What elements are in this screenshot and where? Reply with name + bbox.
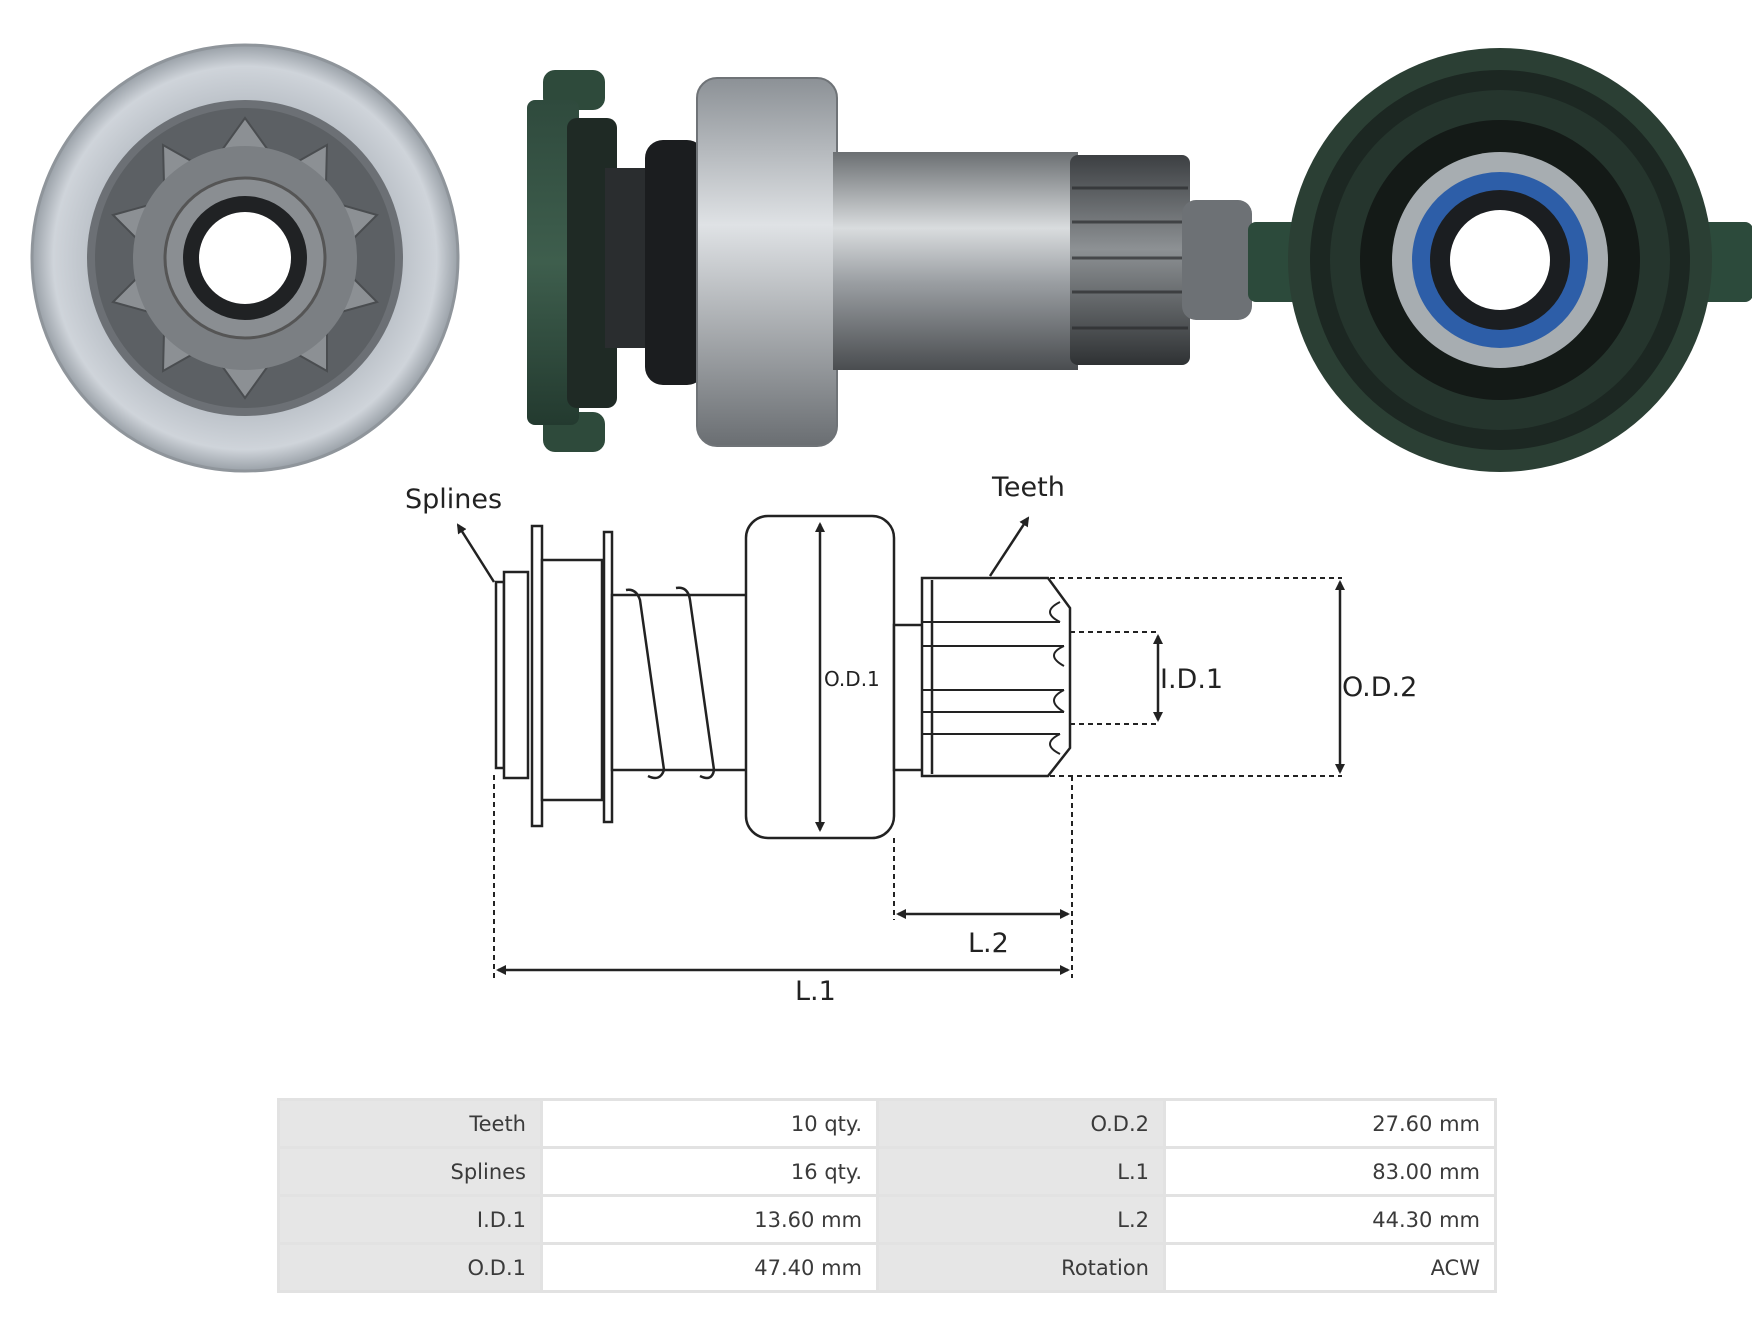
spec-label: O.D.2 [879,1101,1163,1146]
spec-label: L.2 [879,1197,1163,1242]
technical-drawing: Splines Teeth O.D.1 I.D.1 O.D.2 L.2 L.1 [405,472,1417,1007]
spec-label: Teeth [280,1101,540,1146]
od1-dimension-label: O.D.1 [824,667,880,691]
table-row: Splines 16 qty. L.1 83.00 mm [280,1149,1494,1194]
id1-dimension-label: I.D.1 [1160,664,1223,695]
od2-dimension-label: O.D.2 [1342,672,1417,703]
spec-label: I.D.1 [280,1197,540,1242]
spec-label: Splines [280,1149,540,1194]
splines-callout: Splines [405,484,502,515]
table-row: O.D.1 47.40 mm Rotation ACW [280,1245,1494,1290]
spec-value: 10 qty. [543,1101,876,1146]
spec-label: L.1 [879,1149,1163,1194]
teeth-callout: Teeth [991,472,1065,503]
spec-label: O.D.1 [280,1245,540,1290]
spec-value: 13.60 mm [543,1197,876,1242]
product-photos [30,43,1752,473]
spec-value: ACW [1166,1245,1494,1290]
l2-dimension-label: L.2 [968,928,1009,959]
table-row: Teeth 10 qty. O.D.2 27.60 mm [280,1101,1494,1146]
specifications-table: Teeth 10 qty. O.D.2 27.60 mm Splines 16 … [277,1098,1497,1293]
spec-value: 47.40 mm [543,1245,876,1290]
front-view-photo [30,43,460,473]
spec-value: 44.30 mm [1166,1197,1494,1242]
spec-value: 83.00 mm [1166,1149,1494,1194]
l1-dimension-label: L.1 [795,976,836,1007]
spec-label: Rotation [879,1245,1163,1290]
spec-value: 16 qty. [543,1149,876,1194]
side-view-photo [527,70,1252,452]
table-row: I.D.1 13.60 mm L.2 44.30 mm [280,1197,1494,1242]
rear-view-photo [1248,48,1752,472]
spec-value: 27.60 mm [1166,1101,1494,1146]
